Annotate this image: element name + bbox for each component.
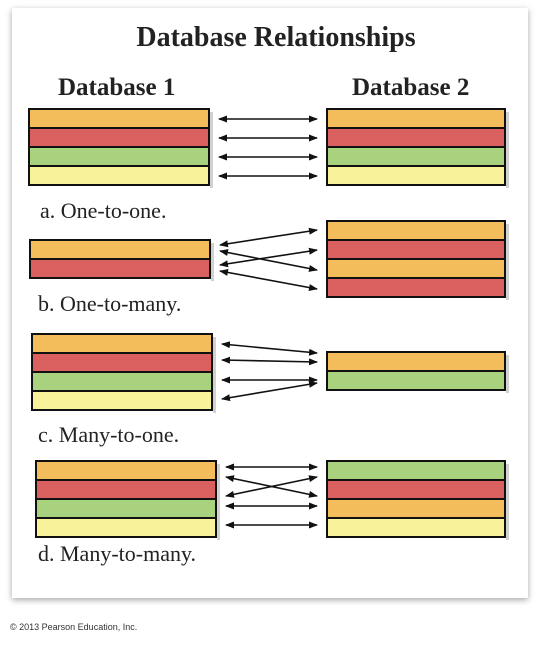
caption-one-to-many: b. One-to-many. <box>38 291 182 316</box>
relationship-arrow <box>219 269 318 291</box>
left-table-shadow <box>211 243 214 281</box>
left-table-shadow <box>217 464 220 540</box>
relationship-arrow <box>219 227 318 248</box>
right-record-yellow <box>326 165 506 186</box>
left-record-yellow <box>31 390 213 411</box>
left-record-orange <box>35 460 217 481</box>
relationship-arrow <box>221 341 318 356</box>
database-1-header: Database 1 <box>58 74 176 101</box>
copyright-notice: © 2013 Pearson Education, Inc. <box>10 622 138 632</box>
right-table-shadow <box>506 464 509 540</box>
left-record-red <box>29 258 211 279</box>
relationship-arrow <box>221 380 318 402</box>
left-table-shadow <box>213 337 216 413</box>
left-record-red <box>28 127 210 148</box>
right-record-orange <box>326 108 506 129</box>
right-table-shadow <box>506 355 509 393</box>
left-table-c <box>31 333 216 413</box>
caption-one-to-one: a. One-to-one. <box>40 198 167 223</box>
right-table-d <box>326 460 509 540</box>
right-record-orange <box>326 498 506 519</box>
left-record-yellow <box>28 165 210 186</box>
left-table-b <box>29 239 214 281</box>
right-table-c <box>326 351 509 393</box>
right-table-b <box>326 220 509 300</box>
right-record-red <box>326 479 506 500</box>
relationship-arrow <box>221 356 318 366</box>
right-table-a <box>326 108 509 188</box>
right-record-orange <box>326 351 506 372</box>
caption-many-to-many: d. Many-to-many. <box>38 541 197 566</box>
right-record-green <box>326 146 506 167</box>
right-record-red <box>326 239 506 260</box>
right-record-red <box>326 277 506 298</box>
right-table-shadow <box>506 112 509 188</box>
relationship-arrow <box>219 247 318 268</box>
right-record-orange <box>326 258 506 279</box>
left-record-green <box>31 371 213 392</box>
left-record-orange <box>31 333 213 354</box>
right-table-shadow <box>506 224 509 300</box>
right-record-yellow <box>326 517 506 538</box>
left-table-shadow <box>210 112 213 188</box>
figure-title: Database Relationships <box>136 22 416 53</box>
left-record-yellow <box>35 517 217 538</box>
left-table-a <box>28 108 213 188</box>
relationship-arrow <box>225 475 318 498</box>
left-record-orange <box>28 108 210 129</box>
right-record-orange <box>326 220 506 241</box>
relationship-arrow <box>219 249 318 272</box>
left-record-orange <box>29 239 211 260</box>
right-record-red <box>326 127 506 148</box>
database-2-header: Database 2 <box>352 74 470 101</box>
left-table-d <box>35 460 220 540</box>
left-record-green <box>35 498 217 519</box>
right-record-green <box>326 370 506 391</box>
left-record-red <box>35 479 217 500</box>
caption-many-to-one: c. Many-to-one. <box>38 422 180 447</box>
right-record-green <box>326 460 506 481</box>
left-record-red <box>31 352 213 373</box>
left-record-green <box>28 146 210 167</box>
